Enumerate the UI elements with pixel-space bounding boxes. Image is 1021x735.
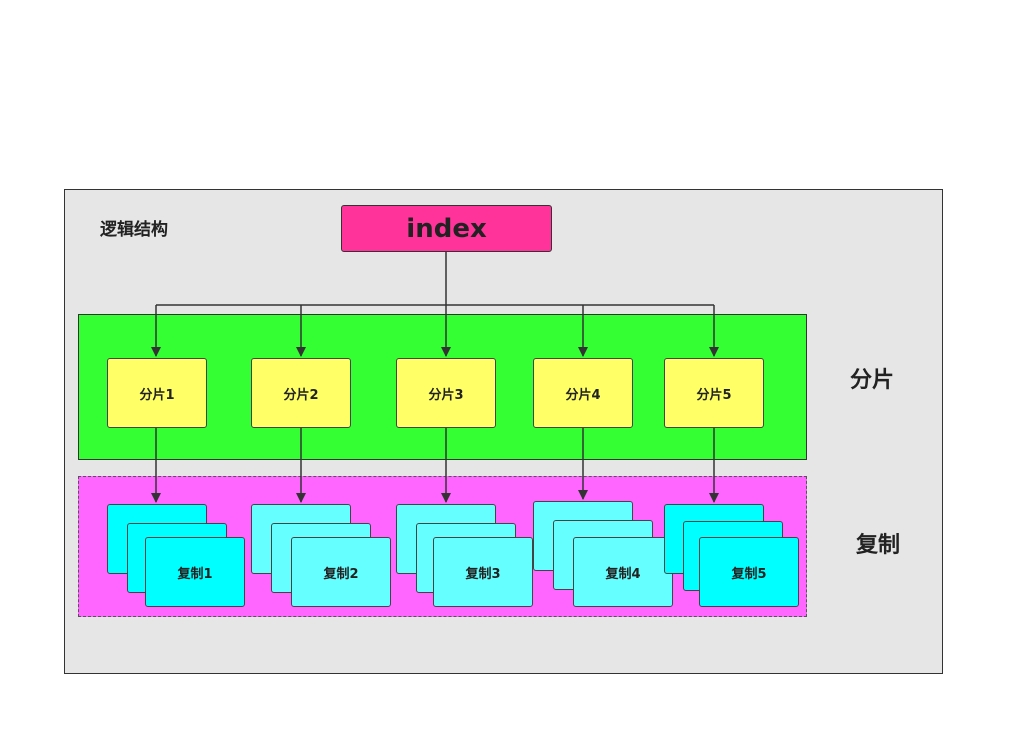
shard-node-2: 分片2 — [251, 358, 351, 428]
shard-node-5: 分片5 — [664, 358, 764, 428]
replica-node-4: 复制4 — [573, 537, 673, 607]
replica-node-2: 复制2 — [291, 537, 391, 607]
shard-node-3: 分片3 — [396, 358, 496, 428]
replica-node-5: 复制5 — [699, 537, 799, 607]
replica-node-3: 复制3 — [433, 537, 533, 607]
replica-band-label: 复制 — [856, 533, 901, 558]
shard-band-label: 分片 — [850, 368, 895, 393]
replica-node-1: 复制1 — [145, 537, 245, 607]
index-node: index — [341, 205, 552, 252]
logical-structure-label: 逻辑结构 — [100, 220, 168, 240]
shard-node-1: 分片1 — [107, 358, 207, 428]
shard-node-4: 分片4 — [533, 358, 633, 428]
